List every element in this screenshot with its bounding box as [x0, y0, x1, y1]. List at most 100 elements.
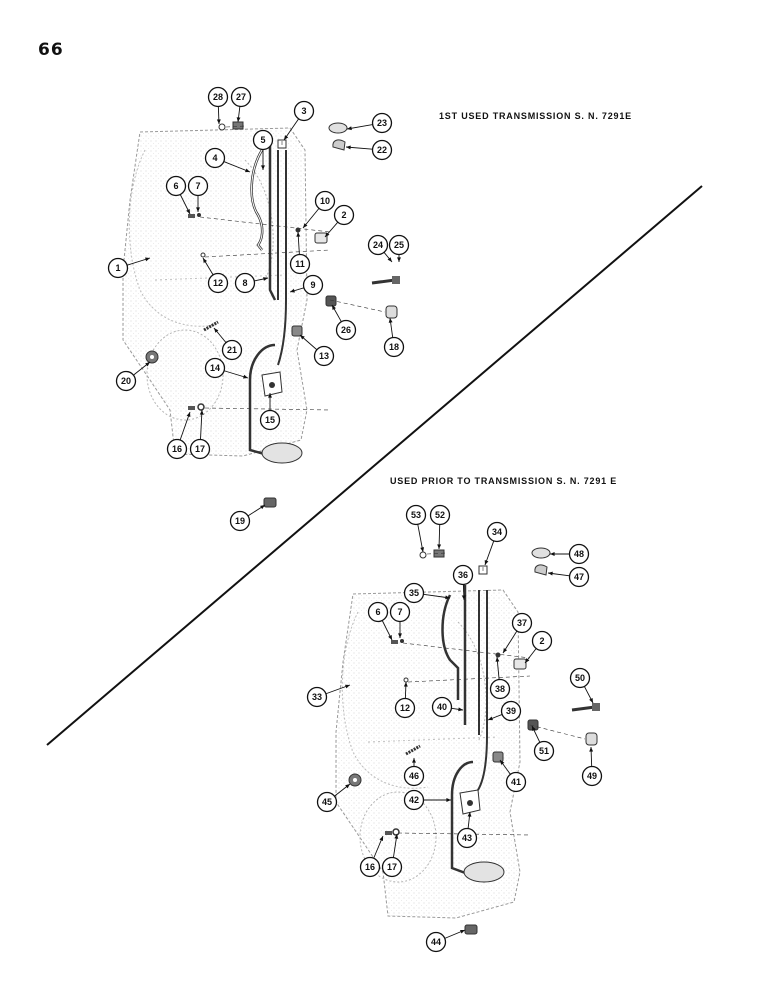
callout-20: 20: [115, 361, 151, 392]
callout-arrowhead: [186, 209, 190, 214]
callout-number: 38: [495, 684, 505, 694]
callout-15: 15: [259, 393, 281, 431]
callout-number: 47: [574, 572, 584, 582]
callout-arrowhead: [532, 726, 536, 731]
callout-circle: [115, 370, 137, 392]
callout-arrowhead: [495, 657, 500, 662]
callout-2: 2: [524, 630, 553, 664]
callout-38: 38: [489, 656, 511, 700]
callout-5: 5: [252, 129, 274, 170]
callout-arrowhead: [145, 257, 150, 262]
callout-number: 41: [511, 777, 521, 787]
callout-number: 6: [375, 607, 380, 617]
callout-number: 49: [587, 771, 597, 781]
callout-3: 3: [283, 100, 315, 141]
callout-16: 16: [166, 411, 191, 460]
callout-52: 52: [429, 504, 451, 550]
callout-22: 22: [345, 139, 393, 161]
callout-number: 26: [341, 325, 351, 335]
callout-arrowhead: [460, 929, 465, 934]
callout-36: 36: [452, 564, 474, 601]
callout-number: 46: [409, 771, 419, 781]
callout-number: 20: [121, 376, 131, 386]
callout-number: 17: [387, 862, 397, 872]
callout-49: 49: [581, 746, 603, 787]
callout-circle: [531, 630, 553, 652]
callout-number: 48: [574, 549, 584, 559]
callout-arrowhead: [332, 305, 336, 310]
callout-7: 7: [389, 601, 411, 638]
callout-circle: [383, 336, 405, 358]
callout-circle: [569, 667, 591, 689]
callout-50: 50: [569, 667, 594, 704]
callout-arrowhead: [300, 335, 305, 340]
callout-48: 48: [550, 543, 590, 565]
callout-number: 53: [411, 510, 421, 520]
callout-number: 1: [115, 263, 120, 273]
callout-number: 28: [213, 92, 223, 102]
callout-number: 37: [517, 618, 527, 628]
callout-arrowhead: [268, 393, 272, 398]
callout-51: 51: [531, 725, 555, 762]
callout-35: 35: [403, 582, 451, 604]
callout-arrowhead: [345, 784, 350, 789]
callout-arrowhead: [397, 257, 401, 262]
callout-circle: [403, 582, 425, 604]
callout-17: 17: [381, 833, 403, 878]
callout-number: 6: [173, 181, 178, 191]
callout-circle: [335, 319, 357, 341]
callout-circle: [371, 112, 393, 134]
callout-6: 6: [367, 601, 393, 641]
callout-number: 19: [235, 516, 245, 526]
callout-arrowhead: [548, 571, 553, 576]
callout-arrowhead: [379, 836, 384, 841]
callout-arrowhead: [345, 684, 350, 689]
section-heading-first-used: 1ST USED TRANSMISSION S. N. 7291E: [439, 111, 632, 121]
callout-arrowhead: [214, 328, 219, 333]
callout-circle: [431, 696, 453, 718]
callout-leader: [223, 161, 251, 173]
callout-number: 43: [462, 833, 472, 843]
callout-number: 17: [195, 444, 205, 454]
callout-arrowhead: [186, 412, 191, 417]
callout-arrowhead: [446, 798, 451, 802]
callout-40: 40: [431, 696, 464, 718]
callout-circle: [313, 345, 335, 367]
page-number: 66: [38, 40, 64, 60]
callout-circle: [234, 272, 256, 294]
callout-45: 45: [316, 783, 351, 813]
callout-arrowhead: [296, 232, 301, 237]
callout-circle: [371, 139, 393, 161]
callout-circle: [359, 856, 381, 878]
callout-number: 12: [400, 703, 410, 713]
callout-42: 42: [403, 789, 451, 811]
callout-number: 13: [319, 351, 329, 361]
callout-circle: [207, 86, 229, 108]
callout-14: 14: [204, 357, 249, 379]
callout-circle: [456, 827, 478, 849]
callout-13: 13: [299, 334, 335, 367]
callout-number: 22: [377, 145, 387, 155]
callout-23: 23: [346, 112, 393, 134]
callout-arrowhead: [488, 716, 493, 721]
callout-circle: [316, 791, 338, 813]
callout-circle: [581, 765, 603, 787]
callout-circle: [229, 510, 251, 532]
callout-circle: [388, 234, 410, 256]
callout-number: 15: [265, 415, 275, 425]
callout-53: 53: [405, 504, 427, 553]
callout-17: 17: [189, 409, 211, 460]
callout-number: 9: [310, 280, 315, 290]
callout-number: 44: [431, 937, 441, 947]
callout-7: 7: [187, 175, 209, 212]
callout-33: 33: [306, 684, 351, 708]
callout-circle: [230, 86, 252, 108]
callout-37: 37: [502, 612, 533, 654]
callout-arrowhead: [260, 505, 265, 510]
callout-24: 24: [367, 234, 393, 263]
callout-number: 16: [365, 862, 375, 872]
callout-arrowhead: [325, 232, 330, 237]
callout-circle: [367, 601, 389, 623]
callout-arrowhead: [500, 760, 505, 765]
